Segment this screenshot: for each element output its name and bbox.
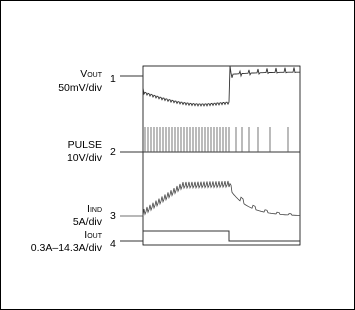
channel-4-number: 4 (110, 238, 116, 250)
channel-2-name: PULSE (67, 139, 102, 151)
channel-2-number: 2 (110, 146, 116, 158)
channel-4-name: IOUT (84, 229, 102, 241)
plot-area-border (142, 65, 301, 246)
channel-3-number: 3 (110, 210, 116, 222)
channel-4-scale: 0.3A–14.3A/div (30, 242, 102, 254)
channel-3-scale: 5A/div (72, 216, 102, 228)
pulse-spikes (144, 127, 289, 152)
channel-1-name: VOUT (80, 68, 102, 80)
channel-1-number: 1 (110, 73, 116, 85)
ind-trace (120, 180, 301, 217)
channel-3-name: IIND (87, 203, 102, 215)
vout-trace (120, 65, 300, 107)
iout-trace (120, 230, 300, 242)
channel-2-scale: 10V/div (66, 152, 102, 164)
channel-1-scale: 50mV/div (58, 82, 102, 94)
